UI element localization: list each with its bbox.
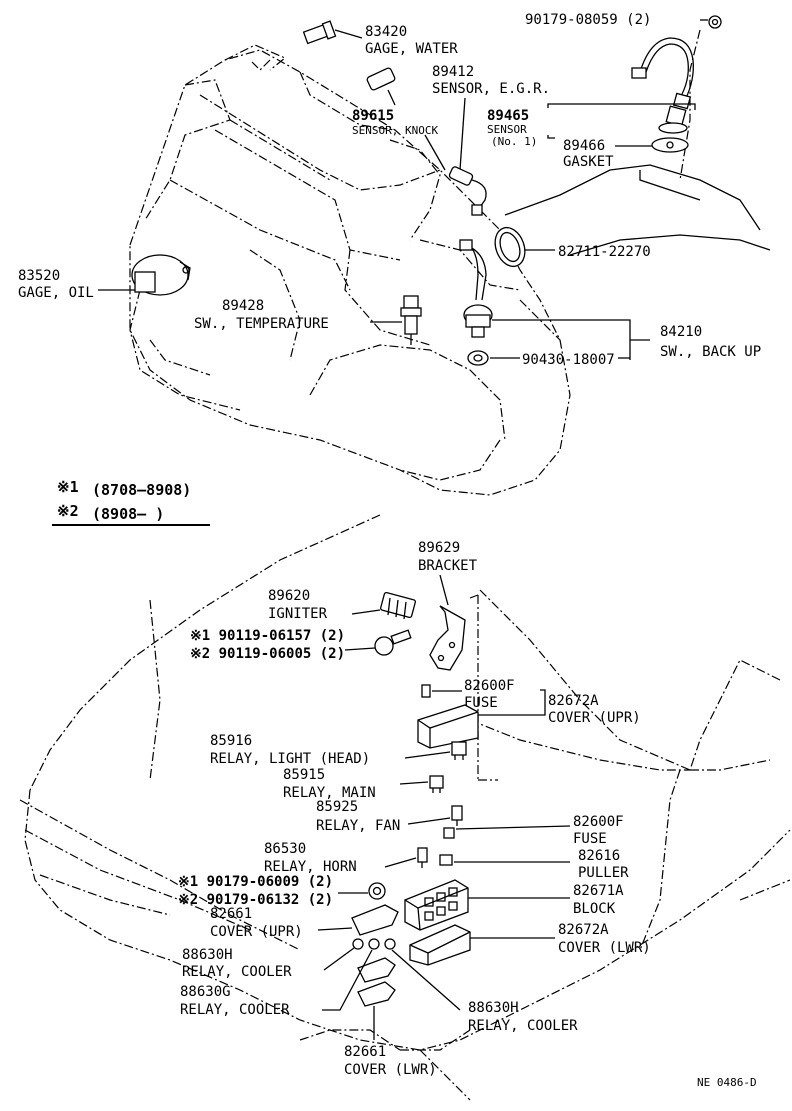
- p82616-name: PULLER: [578, 865, 629, 881]
- p88630g-name: RELAY, COOLER: [180, 1002, 290, 1018]
- relay-block-part: [404, 879, 469, 931]
- cooler-relays-part: [352, 938, 396, 950]
- relay-main-part: [429, 775, 444, 793]
- igniter-part: [380, 591, 416, 620]
- knock-sensor-part: [366, 67, 396, 106]
- p89615-no: 89615: [352, 108, 394, 124]
- p85915-no: 85915: [283, 767, 325, 783]
- p83520-name: GAGE, OIL: [18, 285, 94, 301]
- puller-part: [439, 854, 453, 866]
- b1-no: ※1 90119-06157 (2): [190, 628, 345, 644]
- p89465-no: 89465: [487, 108, 529, 124]
- nut-part: [708, 15, 722, 29]
- p88630g-no: 88630G: [180, 984, 231, 1000]
- legend-n1-mark: ※1: [57, 478, 79, 496]
- temp-switch-part: [400, 295, 422, 345]
- p89620-name: IGNITER: [268, 606, 328, 622]
- p83420-name: GAGE, WATER: [365, 41, 458, 57]
- p88630h-b-name: RELAY, COOLER: [468, 1018, 578, 1034]
- p89466-no: 89466: [563, 138, 605, 154]
- p89428-no: 89428: [222, 298, 264, 314]
- p82600f-b-no: 82600F: [573, 814, 624, 830]
- p84210-name: SW., BACK UP: [660, 344, 761, 360]
- cover-upr-small-part: [351, 904, 399, 936]
- p85925-no: 85925: [316, 799, 358, 815]
- n1-no: ※1 90179-06009 (2): [178, 874, 333, 890]
- p85916-name: RELAY, LIGHT (HEAD): [210, 751, 370, 767]
- n2-no: ※2 90179-06132 (2): [178, 892, 333, 908]
- water-gage-part: [302, 20, 363, 45]
- relay-horn-part: [417, 847, 428, 868]
- egr-sensor-part: [448, 166, 487, 216]
- clamp-part: [494, 226, 526, 268]
- bracket-part: [429, 605, 466, 671]
- fuse-part-b: [443, 827, 455, 839]
- cover-lower-part: [409, 924, 471, 966]
- legend-n2-mark: ※2: [57, 502, 79, 520]
- legend-n2-range: (8908– ): [92, 505, 164, 523]
- p83520-no: 83520: [18, 268, 60, 284]
- p82672a-l-no: 82672A: [558, 922, 609, 938]
- relay-light-part: [451, 741, 467, 760]
- p82661-l-name: COVER (LWR): [344, 1062, 437, 1078]
- p88630h-a-name: RELAY, COOLER: [182, 964, 292, 980]
- relay-fan-part: [451, 805, 463, 826]
- vehicle-body-outline: [19, 514, 791, 1101]
- p82661-l-no: 82661: [344, 1044, 386, 1060]
- p82672a-u-name: COVER (UPR): [548, 710, 641, 726]
- p82600f-b-name: FUSE: [573, 831, 607, 847]
- p89629-no: 89629: [418, 540, 460, 556]
- oxygen-sensor-part: [631, 37, 694, 134]
- p89412-name: SENSOR, E.G.R.: [432, 81, 550, 97]
- p86530-name: RELAY, HORN: [264, 859, 357, 875]
- p89465-name: SENSOR: [487, 123, 527, 136]
- fuse-part-a: [421, 684, 431, 698]
- p88630h-a-no: 88630H: [182, 947, 233, 963]
- p83420-no: 83420: [365, 24, 407, 40]
- body-outline-top: [504, 29, 771, 256]
- p82661-u-no: 82661: [210, 906, 252, 922]
- p9017908059-no: 90179-08059 (2): [525, 12, 651, 28]
- p85915-name: RELAY, MAIN: [283, 785, 376, 801]
- p89465-sub: (No. 1): [491, 135, 537, 148]
- p82600f-a-name: FUSE: [464, 695, 498, 711]
- p85925-name: RELAY, FAN: [316, 818, 400, 834]
- diagram-code: NE 0486-D: [697, 1076, 757, 1089]
- p82600f-a-no: 82600F: [464, 678, 515, 694]
- backup-switch-part: [459, 239, 493, 366]
- engine-outline: [129, 44, 571, 496]
- p82672a-u-no: 82672A: [548, 693, 599, 709]
- p89466-name: GASKET: [563, 154, 614, 170]
- p89428-name: SW., TEMPERATURE: [194, 316, 329, 332]
- b2-no: ※2 90119-06005 (2): [190, 646, 345, 662]
- p85916-no: 85916: [210, 733, 252, 749]
- p9043018007-no: 90430-18007: [522, 352, 615, 368]
- p89615-name: SENSOR, KNOCK: [352, 124, 438, 137]
- legend-n1-range: (8708–8908): [92, 481, 191, 499]
- p82616-no: 82616: [578, 848, 620, 864]
- p82671a-no: 82671A: [573, 883, 624, 899]
- p89629-name: BRACKET: [418, 558, 478, 574]
- p8271122270-no: 82711-22270: [558, 244, 651, 260]
- p84210-no: 84210: [660, 324, 702, 340]
- oil-gage-part: [131, 254, 191, 296]
- p82671a-name: BLOCK: [573, 901, 616, 917]
- legend: ※1 (8708–8908) ※2 (8908– ): [52, 478, 210, 526]
- p89620-no: 89620: [268, 588, 310, 604]
- p82672a-l-name: COVER (LWR): [558, 940, 651, 956]
- p86530-no: 86530: [264, 841, 306, 857]
- p88630h-b-no: 88630H: [468, 1000, 519, 1016]
- gasket-part: [651, 137, 689, 153]
- p89412-no: 89412: [432, 64, 474, 80]
- nut-part-b: [368, 882, 386, 900]
- cover-upper-part: [417, 704, 479, 749]
- bolt-part: [374, 629, 412, 656]
- cover-lwr-small-part: [357, 957, 396, 1007]
- p82661-u-name: COVER (UPR): [210, 924, 303, 940]
